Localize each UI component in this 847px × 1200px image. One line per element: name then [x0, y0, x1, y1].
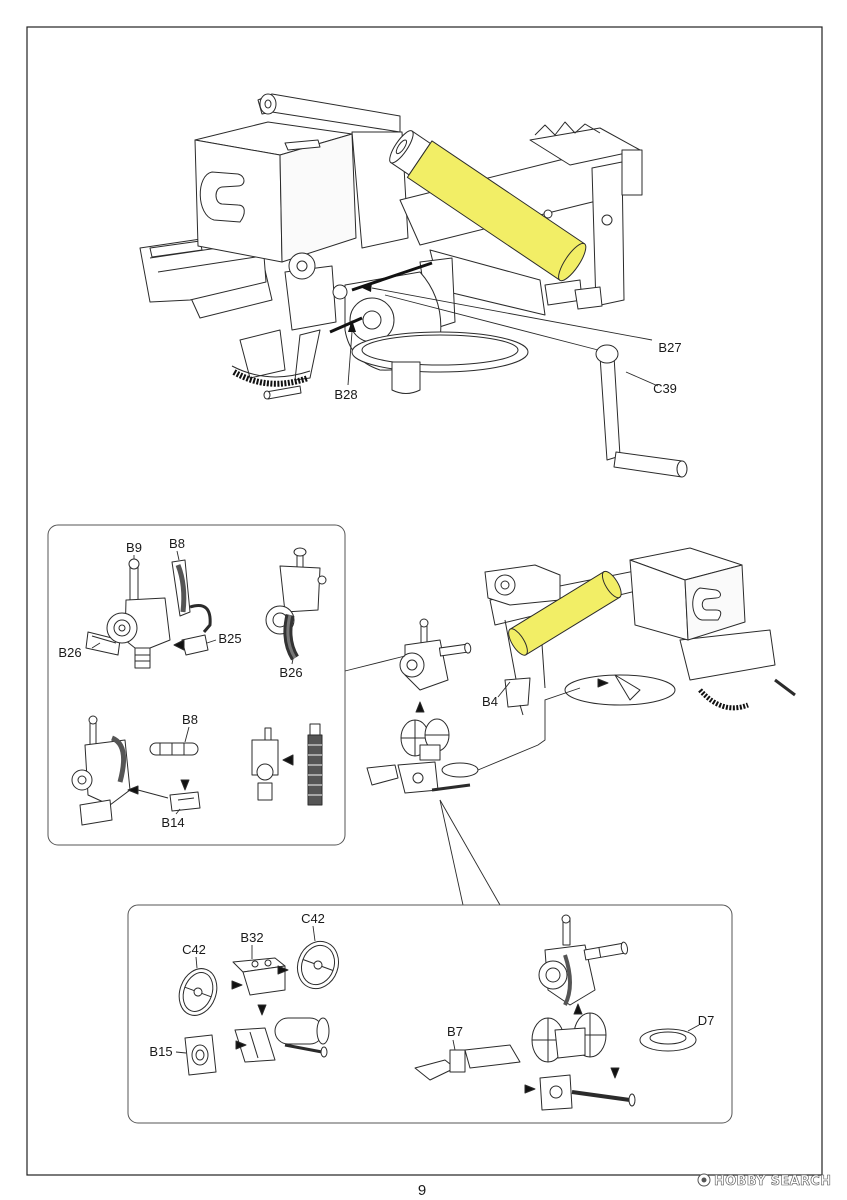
leader-b8-bottom: [184, 726, 190, 743]
arrow-b28: [348, 320, 356, 332]
part-label-b28: B28: [334, 387, 357, 402]
leader-b26-right: [291, 658, 294, 665]
arrow-b27: [360, 282, 372, 292]
elevation-mount: [234, 1017, 330, 1063]
assembly-guide-lines: [344, 655, 581, 906]
hobby-search-logo-icon: [697, 1173, 711, 1187]
crank-assembly-line: [384, 294, 599, 351]
part-label-b8-top: B8: [169, 536, 185, 551]
part-label-b15: B15: [149, 1044, 172, 1059]
leader-b26-left: [91, 642, 101, 649]
part-label-b27: B27: [658, 340, 681, 355]
part-label-b25: B25: [218, 631, 241, 646]
handwheel-c42-right: [296, 940, 340, 990]
elevation-gear-sector: [231, 365, 311, 400]
detail-box-handwheels: [127, 904, 733, 1124]
sight-sub-assembly: [366, 618, 479, 794]
leader-b27: [371, 287, 653, 341]
part-label-b32: B32: [240, 930, 263, 945]
leader-b15: [175, 1051, 187, 1054]
leader-c39: [625, 371, 659, 387]
breech-block: [194, 121, 357, 263]
detail-sketch-top-right: [265, 547, 327, 661]
handwheel-c42-left: [178, 968, 218, 1016]
leader-c42-right: [312, 925, 316, 942]
plate-b15: [184, 1034, 217, 1076]
part-label-d7: D7: [698, 1013, 715, 1028]
main-mount-drawing: [139, 93, 688, 478]
leader-b25: [206, 639, 217, 644]
sight-mechanism-sub-assembly: [414, 914, 697, 1111]
detail-sketch-top-left: [85, 558, 212, 669]
leader-b28: [347, 331, 353, 386]
part-label-b4: B4: [482, 694, 498, 709]
base-ring: [351, 331, 529, 394]
part-label-b14: B14: [161, 815, 184, 830]
main-leader-lines: [347, 282, 659, 387]
watermark: HOBBY SEARCH: [697, 1173, 831, 1189]
leader-b4: [497, 681, 511, 698]
disk-d7: [639, 1028, 697, 1052]
part-label-b9: B9: [126, 540, 142, 555]
crank-handle-c39: [595, 344, 688, 478]
barrel-cylinder-highlighted: [389, 130, 587, 282]
leader-b14: [175, 808, 181, 815]
leader-b8-top: [176, 550, 180, 561]
reverse-mount-barrel-highlighted: [508, 570, 622, 656]
part-label-b26-right: B26: [279, 665, 302, 680]
part-label-b8-bottom: B8: [182, 712, 198, 727]
page-border: [26, 26, 823, 1176]
leader-b7: [452, 1039, 456, 1051]
leader-d7: [687, 1024, 700, 1032]
pedal-b7: [414, 1044, 521, 1081]
detail-box-sighting-parts: [47, 524, 346, 846]
part-label-c42-right: C42: [301, 911, 325, 926]
detail-sketch-bottom-left: [71, 715, 201, 826]
part-label-c42-left: C42: [182, 942, 206, 957]
traverse-beam: [399, 121, 643, 316]
part-label-b7: B7: [447, 1024, 463, 1039]
page-number: 9: [418, 1182, 426, 1199]
handwheel-sub-assembly: [178, 940, 340, 1076]
part-label-c39: C39: [653, 381, 677, 396]
leader-c42-left: [195, 956, 198, 969]
part-label-b26-left: B26: [58, 645, 81, 660]
bracket-b32: [232, 957, 286, 996]
reverse-mount-drawing: [484, 547, 796, 716]
watermark-text: HOBBY SEARCH: [714, 1174, 831, 1189]
detail-sketch-bottom-right: [251, 723, 323, 806]
